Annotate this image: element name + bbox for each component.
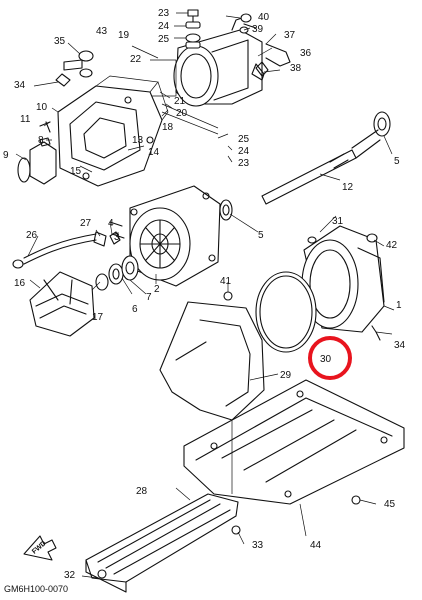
callout-24: 24 bbox=[158, 21, 170, 32]
callout-25: 25 bbox=[158, 34, 170, 45]
callout-26: 26 bbox=[26, 230, 38, 241]
callout-17: 17 bbox=[92, 312, 104, 323]
impeller bbox=[12, 231, 139, 337]
callout-33: 33 bbox=[252, 540, 264, 551]
callout-39: 39 bbox=[252, 24, 264, 35]
callout-2: 2 bbox=[154, 284, 160, 295]
callout-24-mid: 24 bbox=[238, 146, 250, 157]
intake-housing bbox=[17, 75, 219, 187]
callout-18: 18 bbox=[162, 122, 174, 133]
callout-38: 38 bbox=[290, 63, 302, 74]
callout-28: 28 bbox=[136, 486, 148, 497]
diagram-code: GM6H100-0070 bbox=[4, 584, 68, 594]
callout-9: 9 bbox=[3, 150, 9, 161]
callout-labels: 23 43 24 25 19 35 40 39 37 36 38 22 34 1… bbox=[3, 8, 406, 581]
intake-grate bbox=[85, 493, 361, 593]
callout-34-right: 34 bbox=[394, 340, 406, 351]
callout-1: 1 bbox=[396, 300, 402, 311]
drive-shaft bbox=[261, 111, 391, 205]
callout-45: 45 bbox=[384, 499, 396, 510]
callout-22: 22 bbox=[130, 54, 142, 65]
callout-3: 3 bbox=[114, 232, 120, 243]
callout-15: 15 bbox=[70, 166, 82, 177]
callout-13: 13 bbox=[132, 135, 144, 146]
callout-5-mid: 5 bbox=[258, 230, 264, 241]
callout-19: 19 bbox=[118, 30, 130, 41]
callout-44: 44 bbox=[310, 540, 322, 551]
callout-21: 21 bbox=[174, 96, 186, 107]
stator-housing bbox=[109, 185, 233, 287]
callout-10: 10 bbox=[36, 102, 48, 113]
callout-23-mid: 23 bbox=[238, 158, 250, 169]
callout-27: 27 bbox=[80, 218, 92, 229]
callout-23: 23 bbox=[158, 8, 170, 19]
fwd-arrow: FWD bbox=[23, 535, 57, 561]
callout-35: 35 bbox=[54, 36, 66, 47]
nozzle-assembly bbox=[255, 225, 385, 353]
callout-4: 4 bbox=[108, 218, 114, 229]
callout-32: 32 bbox=[64, 570, 76, 581]
callout-37: 37 bbox=[284, 30, 296, 41]
callout-12: 12 bbox=[342, 182, 354, 193]
callout-11: 11 bbox=[20, 114, 31, 125]
callout-40: 40 bbox=[258, 12, 270, 23]
callout-41: 41 bbox=[220, 276, 232, 287]
top-housing bbox=[150, 17, 291, 107]
ride-plate bbox=[183, 379, 405, 505]
callout-7: 7 bbox=[146, 292, 152, 303]
callout-29: 29 bbox=[280, 370, 292, 381]
callout-16: 16 bbox=[14, 278, 26, 289]
highlight-callout: 30 bbox=[308, 336, 352, 380]
callout-43: 43 bbox=[96, 26, 108, 37]
callout-34-top: 34 bbox=[14, 80, 26, 91]
callout-14: 14 bbox=[148, 147, 160, 158]
highlight-circle bbox=[308, 336, 352, 380]
callout-36: 36 bbox=[300, 48, 312, 59]
callout-6: 6 bbox=[132, 304, 138, 315]
callout-30: 30 bbox=[320, 354, 332, 365]
callout-5-top: 5 bbox=[394, 156, 400, 167]
leader-lines bbox=[15, 12, 395, 579]
callout-8: 8 bbox=[38, 135, 44, 146]
callout-20: 20 bbox=[176, 108, 188, 119]
callout-25-mid: 25 bbox=[238, 134, 250, 145]
callout-31: 31 bbox=[332, 216, 344, 227]
callout-42: 42 bbox=[386, 240, 398, 251]
plate-29 bbox=[159, 291, 265, 421]
